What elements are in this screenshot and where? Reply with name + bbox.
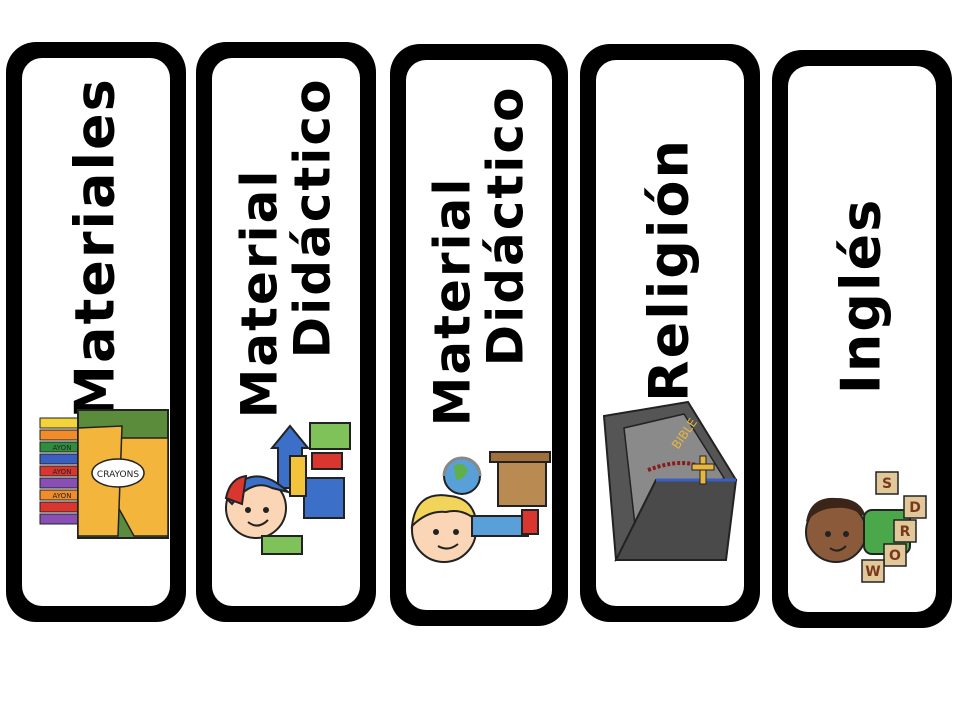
card-religion: Religión BIBLE [580, 44, 760, 622]
boy-with-blocks-icon [224, 422, 351, 555]
card-materiales: Materiales AYON AYON AYON [6, 42, 186, 622]
bible-icon: BIBLE [602, 400, 738, 562]
word-block-letter: O [889, 548, 901, 564]
word-block-letter: S [882, 476, 892, 492]
card-material-didactico-2: Material Didáctico [390, 44, 568, 626]
word-block-letter: D [909, 500, 921, 516]
crayon-stick-label: AYON [53, 468, 72, 476]
crayons-box-label: CRAYONS [97, 470, 139, 480]
card-material-didactico-1: Material Didáctico [196, 42, 376, 622]
crayon-stick-label: AYON [53, 444, 72, 452]
card-ingles: Inglés S D R O W [772, 50, 952, 628]
word-block-letter: R [900, 524, 911, 540]
word-block-letter: W [865, 564, 880, 580]
crayons-box-icon: AYON AYON AYON CRAYONS [39, 409, 169, 539]
boy-with-word-blocks-icon: S D R O W [805, 471, 927, 583]
boy-with-globe-icon [410, 451, 551, 563]
crayon-stick-label: AYON [53, 492, 72, 500]
